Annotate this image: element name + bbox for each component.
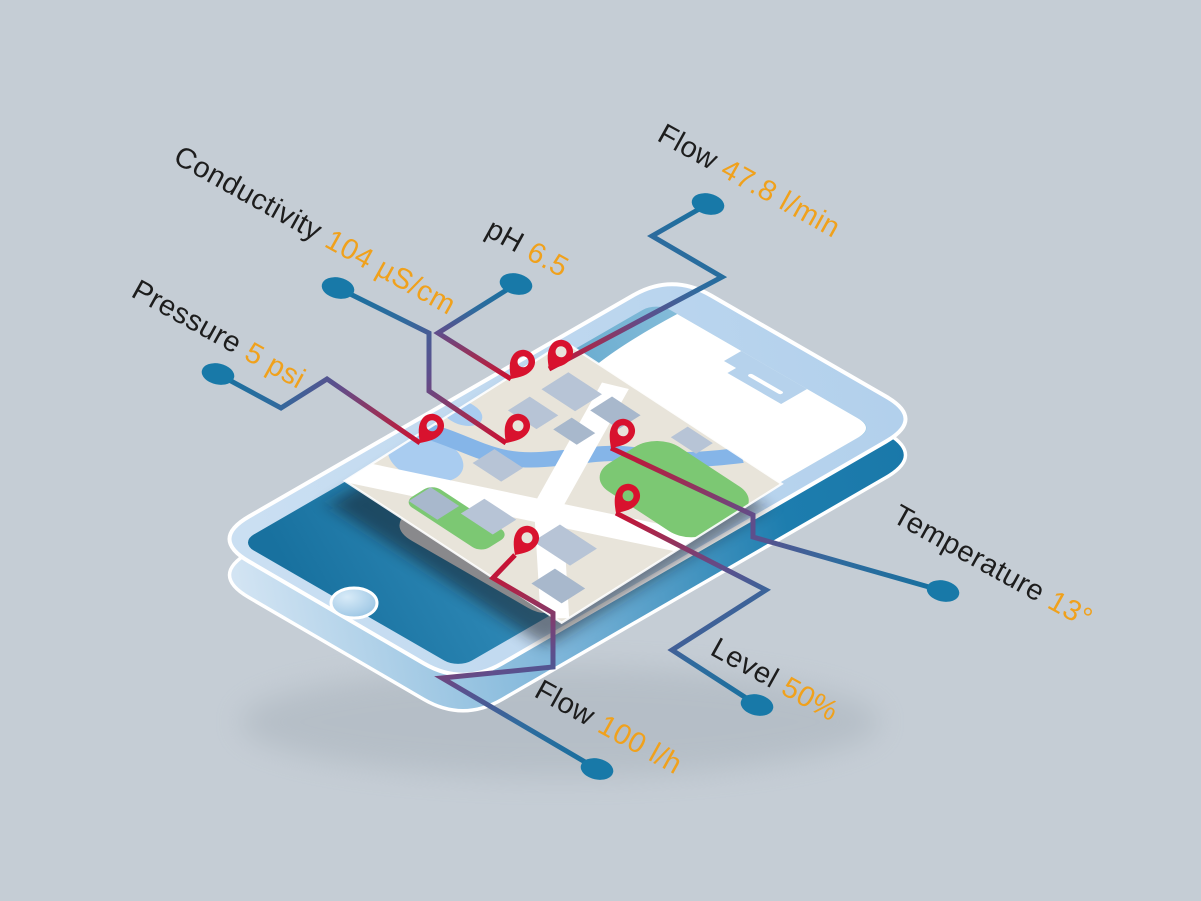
home-button (329, 586, 379, 620)
endpoint-dot-ph (499, 273, 533, 295)
connector-flow-top (547, 201, 728, 372)
endpoint-dot-pressure (201, 363, 235, 385)
endpoint-dot-level (740, 694, 774, 716)
connector-ph (433, 281, 518, 382)
phone-ground-shadow (240, 667, 880, 777)
connector-temperature (609, 445, 944, 594)
map-lake (387, 433, 464, 483)
connector-conductivity (336, 285, 508, 446)
map-road (344, 460, 700, 555)
endpoint-dot-flow-bottom (580, 758, 614, 780)
connector-flow-bottom (434, 553, 599, 772)
connector-level (614, 510, 772, 708)
endpoint-dot-flow-top (691, 193, 725, 215)
endpoint-dot-conductivity (321, 277, 355, 299)
connector-pressure (216, 371, 422, 446)
map-park (599, 440, 749, 538)
endpoint-dot-temperature (926, 580, 960, 602)
speaker-slot-icon (748, 373, 784, 395)
camera-notch (723, 351, 808, 404)
